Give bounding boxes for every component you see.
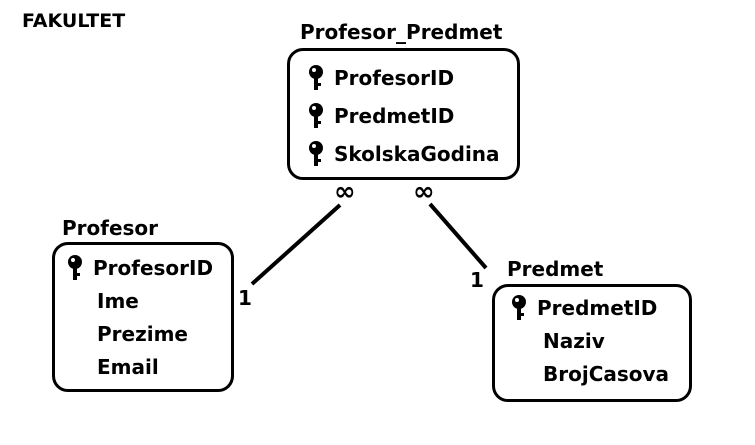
entity-predmet: PredmetID Naziv BrojCasova bbox=[492, 284, 692, 402]
entity-title-predmet: Predmet bbox=[507, 257, 604, 281]
field-row: Ime bbox=[97, 289, 139, 313]
relationship-line-profesor bbox=[250, 203, 342, 286]
field-label: PredmetID bbox=[334, 104, 455, 128]
field-row: Naziv bbox=[543, 329, 605, 353]
field-row: ProfesorID bbox=[308, 65, 454, 91]
key-icon bbox=[308, 65, 324, 91]
entity-profesor: ProfesorID Ime Prezime Email bbox=[52, 242, 234, 392]
field-row: Email bbox=[97, 355, 159, 379]
field-row: ProfesorID bbox=[67, 255, 213, 281]
field-label: BrojCasova bbox=[543, 362, 670, 386]
field-label: Prezime bbox=[97, 322, 188, 346]
field-label: Naziv bbox=[543, 329, 605, 353]
field-label: ProfesorID bbox=[93, 256, 214, 280]
cardinality-one-predmet: 1 bbox=[470, 268, 484, 292]
cardinality-many-profesor: ∞ bbox=[334, 177, 356, 207]
key-icon bbox=[308, 141, 324, 167]
key-icon bbox=[67, 255, 83, 281]
field-row: Prezime bbox=[97, 322, 188, 346]
relationship-line-predmet bbox=[428, 202, 488, 270]
field-label: ProfesorID bbox=[334, 66, 455, 90]
field-row: SkolskaGodina bbox=[308, 141, 500, 167]
field-label: Email bbox=[97, 355, 159, 379]
field-label: PredmetID bbox=[537, 296, 658, 320]
cardinality-many-predmet: ∞ bbox=[413, 177, 435, 207]
entity-profesor-predmet: ProfesorID PredmetID SkolskaGodina bbox=[287, 48, 520, 180]
field-label: SkolskaGodina bbox=[334, 142, 500, 166]
entity-title-profesor-predmet: Profesor_Predmet bbox=[300, 20, 503, 44]
entity-title-profesor: Profesor bbox=[62, 216, 159, 240]
field-row: PredmetID bbox=[308, 103, 454, 129]
cardinality-one-profesor: 1 bbox=[238, 286, 252, 310]
field-label: Ime bbox=[97, 289, 139, 313]
key-icon bbox=[511, 295, 527, 321]
diagram-title: FAKULTET bbox=[22, 10, 126, 32]
field-row: BrojCasova bbox=[543, 362, 669, 386]
field-row: PredmetID bbox=[511, 295, 657, 321]
key-icon bbox=[308, 103, 324, 129]
